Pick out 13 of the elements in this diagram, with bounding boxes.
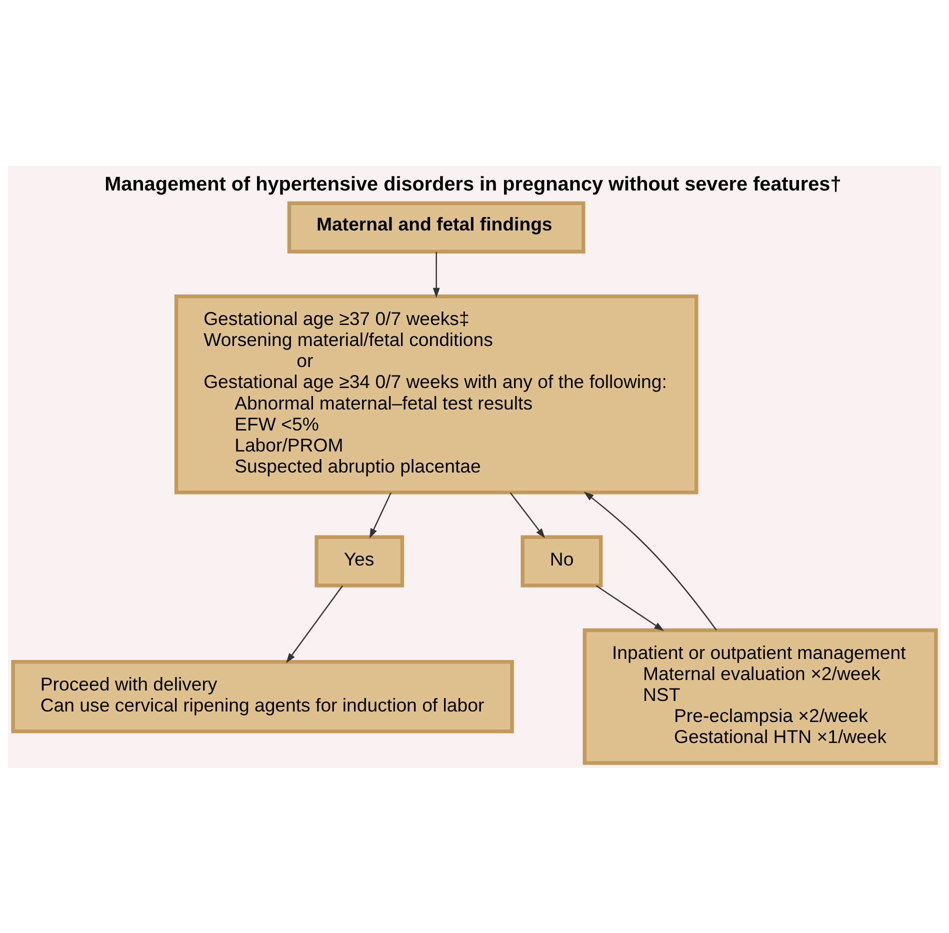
arrow [286,584,343,663]
arrow [432,251,440,298]
diagram-title: Management of hypertensive disorders in pregnancy without severe features† [104,173,842,196]
arrow [369,492,392,538]
arrow [584,491,717,630]
node-box: Maternal and fetal findings [287,200,586,253]
arrow [510,492,546,538]
node-box: Gestational age ≥37 0/7 weeks‡ Worsening material/fetal conditions or Gestational age ≥34 0/7 weeks with any of the following: Abnormal maternal–fetal test results EFW <5% Labor/PROM Suspected abruptio placentae [174,294,698,494]
node-box: Inpatient or outpatient management Maternal evaluation ×2/week NST Pre-eclampsia ×2/week Gestational HTN ×1/week [582,628,938,764]
node-box: Yes [314,534,404,587]
node-box: No [520,534,603,587]
node-box: Proceed with delivery Can use cervical ripening agents for induction of labor [11,660,514,733]
arrow [596,584,664,631]
